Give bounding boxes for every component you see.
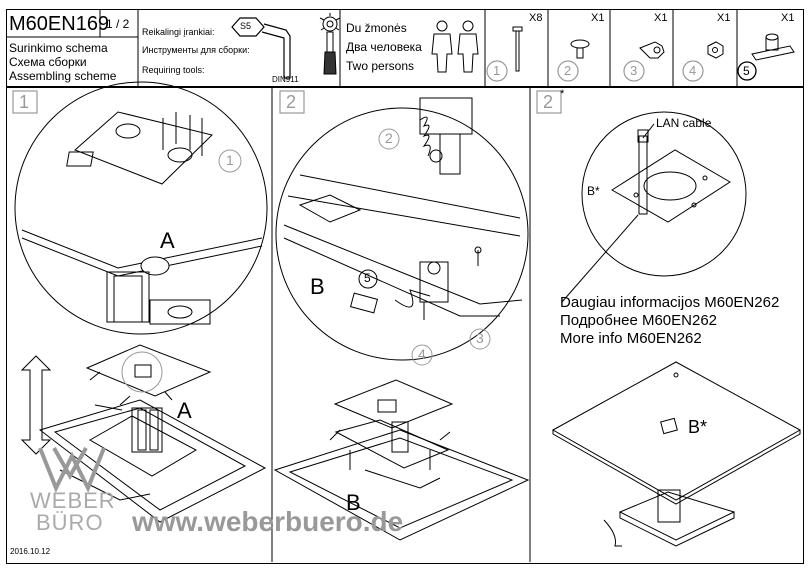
screw-icon <box>512 26 523 72</box>
callout-b-upper: B <box>310 274 325 299</box>
part-3-number: 3 <box>630 63 638 78</box>
title-ru: Схема сборки <box>9 55 87 69</box>
detail-circle-2b <box>561 111 747 303</box>
page-number: 1 / 2 <box>106 17 130 31</box>
screwdriver-icon <box>319 13 341 75</box>
hex-key-icon <box>231 17 291 79</box>
exploded-table-2 <box>273 379 530 541</box>
brand-url: www.weberbuero.de <box>132 506 404 537</box>
person-icon-2 <box>457 20 479 73</box>
persons-ru: Два человека <box>346 40 422 54</box>
step-2-label: 2 <box>286 92 297 112</box>
lan-cable-label: LAN cable <box>656 116 712 130</box>
callout-a-lower: A <box>177 398 192 423</box>
brand-buro: BÜRO <box>36 510 104 535</box>
part-3-qty: X1 <box>654 12 668 24</box>
step-2b-label: 2 <box>543 92 554 112</box>
tools-label-ru: Инструменты для сборки: <box>142 45 250 55</box>
callout-a-upper: A <box>160 228 175 253</box>
callout-b-star-large: B* <box>688 417 708 437</box>
step-2b-mark: * <box>560 88 565 100</box>
callout-circles <box>218 128 491 366</box>
part-2-number: 2 <box>564 63 572 78</box>
persons-en: Two persons <box>346 59 415 73</box>
brand-weber: WEBER <box>30 488 116 513</box>
circle-4-number: 4 <box>418 346 426 362</box>
tool-din-label: DIN911 <box>272 75 299 84</box>
part-2-qty: X1 <box>591 12 605 24</box>
tools-label-lt: Reikalingi įrankiai: <box>142 27 215 37</box>
more-info-en: More info M60EN262 <box>560 330 702 347</box>
drawing-frame <box>6 86 804 564</box>
more-info-lt: Daugiau informacijos M60EN262 <box>560 294 780 311</box>
callout-b-star-small: B* <box>587 184 600 198</box>
part-1-number: 1 <box>493 63 501 78</box>
circle-1-number: 1 <box>226 152 234 168</box>
cable-clip-icon <box>639 41 665 59</box>
step-1-label: 1 <box>19 92 30 112</box>
model-number: M60EN169 <box>9 13 110 35</box>
tools-label-en: Requiring tools: <box>142 65 205 75</box>
part-1-qty: X8 <box>529 12 543 24</box>
circle-5-number: 5 <box>364 271 371 285</box>
persons-lt: Du žmonės <box>346 21 407 35</box>
title-en: Assembling scheme <box>9 69 117 83</box>
part-5-qty: X1 <box>781 12 795 24</box>
part-5-number: 5 <box>743 64 750 78</box>
nut-icon <box>707 41 724 59</box>
more-info-ru: Подробнее M60EN262 <box>560 312 718 329</box>
detail-circle-1 <box>14 81 268 335</box>
issue-date: 2016.10.12 <box>10 547 51 556</box>
part-4-qty: X1 <box>717 12 731 24</box>
assembled-table <box>551 361 802 547</box>
part-4-number: 4 <box>689 63 697 78</box>
tool-s5-label: S5 <box>240 21 252 31</box>
person-icon <box>431 20 453 73</box>
title-lt: Surinkimo schema <box>9 41 108 55</box>
exploded-table-1 <box>20 344 267 523</box>
cap-bolt-icon <box>570 39 590 59</box>
circle-3-number: 3 <box>476 330 484 346</box>
callout-b-lower: B <box>346 490 361 515</box>
circle-2-number: 2 <box>385 130 393 146</box>
weber-logo <box>38 447 106 493</box>
header-frame <box>6 9 804 88</box>
bracket-icon <box>751 33 795 61</box>
detail-circle-2 <box>275 97 529 361</box>
